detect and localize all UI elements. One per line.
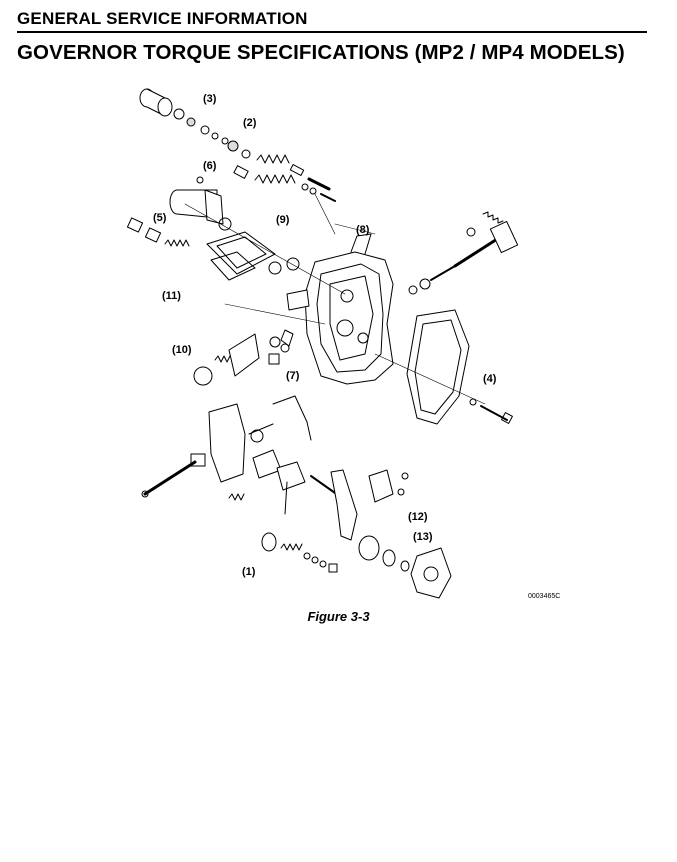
part-label-1: (1) (242, 566, 256, 578)
side-gasket (406, 309, 470, 425)
lower-spring-stack (261, 532, 338, 573)
part-label-13: (13) (413, 531, 433, 543)
spring-assembly-middle (233, 165, 336, 202)
solenoid-body (169, 176, 232, 231)
clip-part (268, 329, 294, 365)
page-title: GOVERNOR TORQUE SPECIFICATIONS (MP2 / MP… (17, 41, 625, 64)
governor-exploded-diagram (125, 84, 565, 614)
part-label-8: (8) (356, 224, 370, 236)
lower-linkage-assembly (141, 395, 409, 541)
figure-caption: Figure 3-3 (307, 609, 370, 624)
part-label-7: (7) (286, 370, 300, 382)
reference-lines (184, 193, 486, 405)
part-label-9: (9) (276, 214, 290, 226)
section-header: GENERAL SERVICE INFORMATION (17, 9, 308, 28)
part-label-3: (3) (203, 93, 217, 105)
cover-gasket (206, 231, 300, 281)
linkage-assembly (193, 333, 290, 386)
figure-id: 0003465C (528, 593, 561, 600)
spring-assembly-upper (227, 140, 331, 191)
flyweight-gear (358, 535, 452, 599)
throttle-shaft-assembly (408, 211, 519, 295)
header-divider (17, 31, 647, 33)
bolt-part (469, 398, 513, 424)
part-label-6: (6) (203, 160, 217, 172)
part-label-12: (12) (408, 511, 428, 523)
part-label-4: (4) (483, 373, 497, 385)
part-label-5: (5) (153, 212, 167, 224)
governor-housing (286, 233, 394, 385)
fitting-and-spring (126, 217, 190, 247)
part-label-2: (2) (243, 117, 257, 129)
sleeve-part (139, 88, 229, 145)
part-label-11: (11) (162, 290, 181, 302)
part-label-10: (10) (172, 344, 192, 356)
